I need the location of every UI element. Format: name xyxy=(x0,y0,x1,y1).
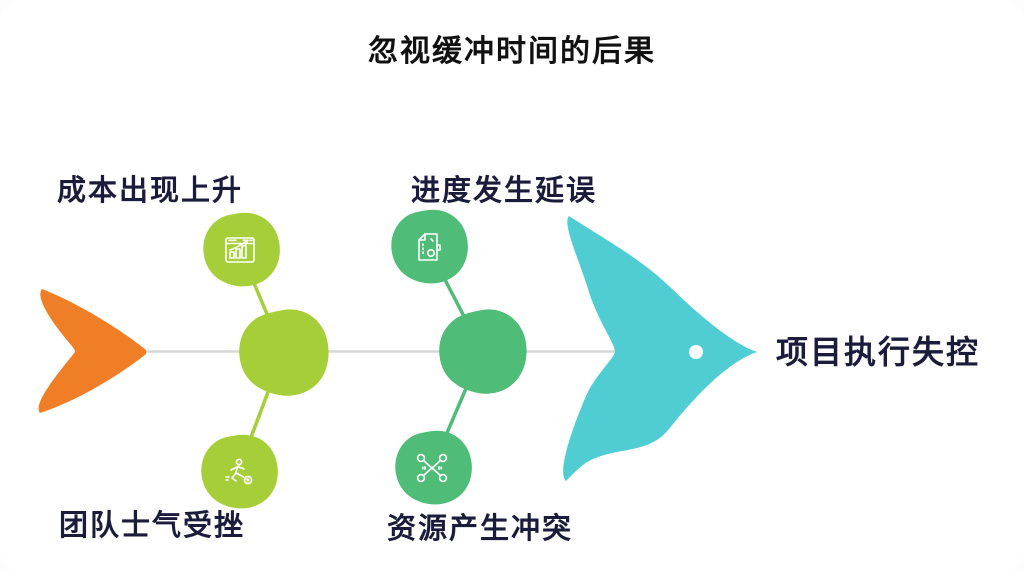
soccer-player-icon xyxy=(225,458,253,485)
delayed-document-icon xyxy=(418,233,441,261)
effect-label: 项目执行失控 xyxy=(776,334,981,370)
cause-label-resource: 资源产生冲突 xyxy=(387,513,574,545)
fish-head-shape xyxy=(563,216,757,481)
spine-node-blob-green xyxy=(439,309,527,394)
cause-node-morale-blob xyxy=(201,434,278,509)
cause-label-morale: 团队士气受挫 xyxy=(59,510,246,542)
cause-label-schedule: 进度发生延误 xyxy=(411,175,598,207)
fish-tail-shape xyxy=(38,289,146,413)
cause-node-schedule-blob xyxy=(391,209,468,284)
spine-node-blob-lime xyxy=(239,309,329,396)
growth-chart-icon xyxy=(225,237,255,263)
cause-label-cost: 成本出现上升 xyxy=(57,175,244,207)
resource-conflict-icon xyxy=(416,453,448,483)
diagram-title: 忽视缓冲时间的后果 xyxy=(368,35,656,68)
fish-eye-dot xyxy=(689,345,703,359)
